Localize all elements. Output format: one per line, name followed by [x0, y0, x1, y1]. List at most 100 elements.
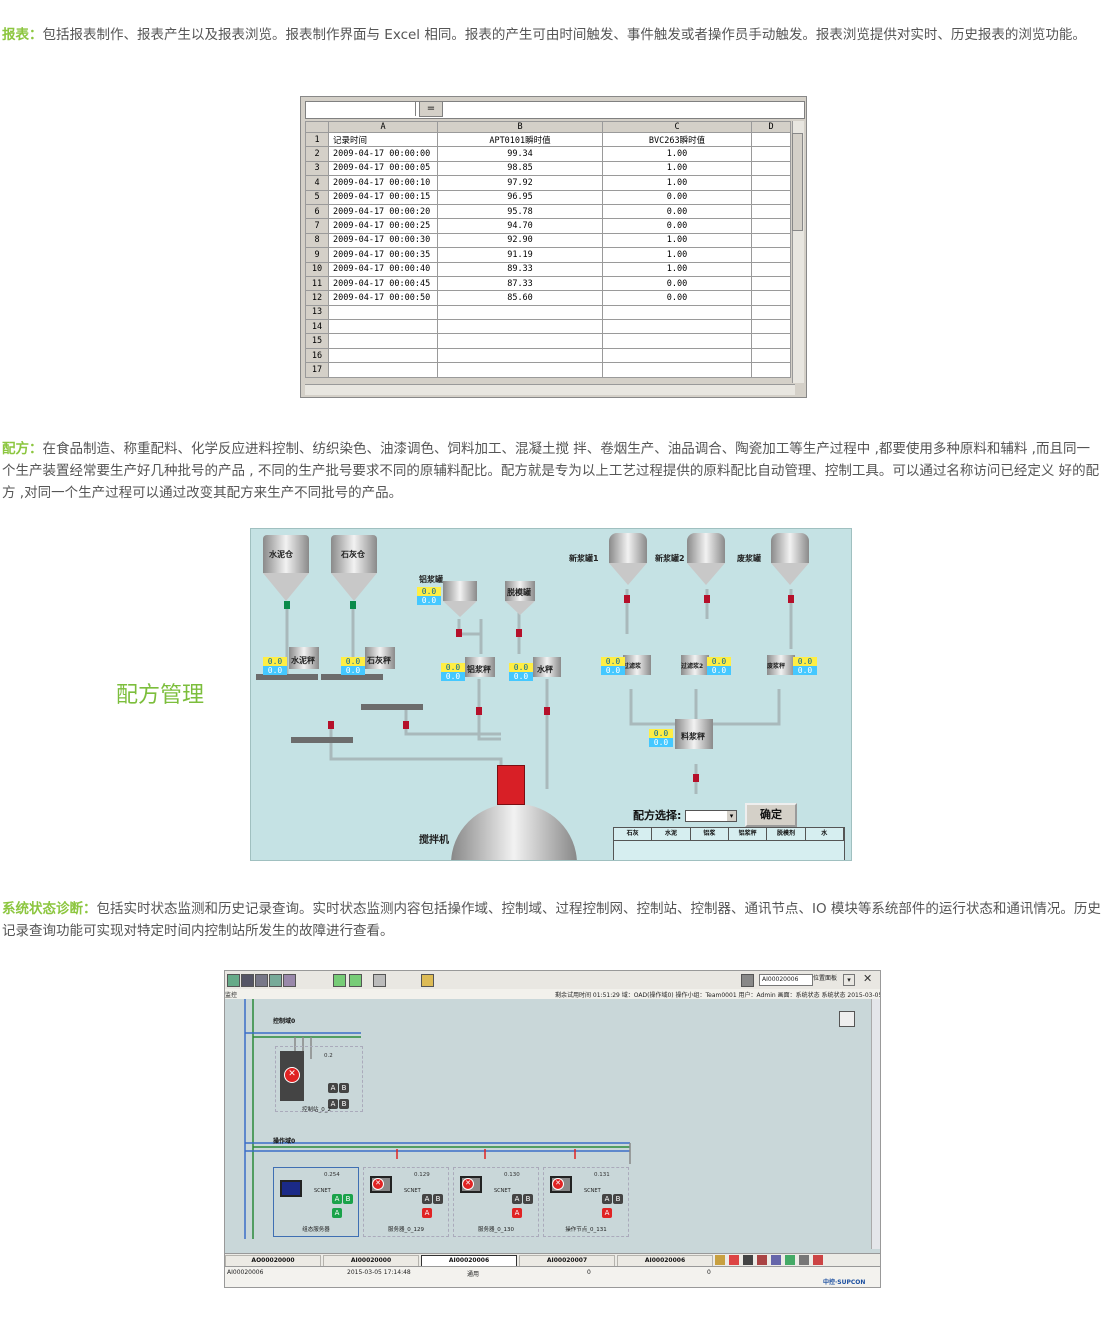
table-cell[interactable]: 91.19: [437, 247, 603, 263]
horizontal-scrollbar[interactable]: [305, 384, 795, 395]
scale-water[interactable]: [533, 657, 561, 677]
table-cell[interactable]: 0.00: [602, 189, 752, 205]
table-cell[interactable]: [751, 131, 791, 148]
table-cell[interactable]: [437, 362, 603, 378]
table-cell[interactable]: 0.00: [602, 218, 752, 234]
tank-release[interactable]: [505, 581, 535, 601]
home-icon[interactable]: [227, 974, 240, 987]
table-cell[interactable]: 2009-04-17 00:00:30: [328, 232, 438, 249]
table-cell[interactable]: 99.34: [437, 146, 603, 162]
table-cell[interactable]: 95.78: [437, 203, 603, 220]
view-icon[interactable]: [241, 974, 254, 987]
page-icon[interactable]: [373, 974, 386, 987]
silo-new-slurry-2[interactable]: [687, 533, 725, 563]
column-header-b[interactable]: B: [437, 121, 603, 133]
row-header[interactable]: 10: [305, 261, 329, 277]
forward-icon[interactable]: [349, 974, 362, 987]
table-cell[interactable]: [602, 347, 752, 364]
table-cell[interactable]: 96.95: [437, 189, 603, 205]
scale-lime[interactable]: [365, 647, 395, 669]
valve-aluminum-out[interactable]: [476, 707, 482, 715]
valve-waste-slurry[interactable]: [788, 595, 794, 603]
table-cell[interactable]: 92.90: [437, 232, 603, 249]
table-cell[interactable]: [328, 347, 438, 364]
back-icon[interactable]: [333, 974, 346, 987]
row-header[interactable]: 7: [305, 218, 329, 234]
table-cell[interactable]: [751, 319, 791, 335]
formula-equals-button[interactable]: =: [419, 101, 443, 117]
legend-icon[interactable]: [839, 1011, 855, 1027]
table-cell[interactable]: 1.00: [602, 160, 752, 177]
table-cell[interactable]: [751, 175, 791, 191]
table-cell[interactable]: 2009-04-17 00:00:35: [328, 247, 438, 263]
silo-cement[interactable]: [263, 535, 309, 573]
row-header[interactable]: 13: [305, 304, 329, 321]
table-cell[interactable]: 2009-04-17 00:00:40: [328, 261, 438, 277]
table-cell[interactable]: [751, 189, 791, 205]
chart-icon[interactable]: [785, 1255, 795, 1265]
valve-cement[interactable]: [284, 601, 290, 609]
table-cell[interactable]: 1.00: [602, 175, 752, 191]
valve-slurry-out[interactable]: [693, 774, 699, 782]
table-cell[interactable]: [602, 319, 752, 335]
valve-new-slurry-2[interactable]: [704, 595, 710, 603]
valve-aluminum[interactable]: [456, 629, 462, 637]
trend-icon[interactable]: [269, 974, 282, 987]
table-cell[interactable]: 94.70: [437, 218, 603, 234]
row-header[interactable]: 5: [305, 189, 329, 205]
chevron-down-icon[interactable]: ▾: [727, 811, 736, 821]
tank-aluminum[interactable]: [443, 581, 477, 601]
scale-filter-1[interactable]: [623, 655, 651, 675]
mixer-motor[interactable]: [497, 765, 525, 805]
row-header[interactable]: 6: [305, 203, 329, 220]
table-cell[interactable]: 2009-04-17 00:00:00: [328, 146, 438, 162]
scale-slurry[interactable]: [675, 719, 713, 749]
table-cell[interactable]: [751, 146, 791, 162]
table-cell[interactable]: 89.33: [437, 261, 603, 277]
table-cell[interactable]: [328, 304, 438, 321]
table-cell[interactable]: 98.85: [437, 160, 603, 177]
valve-cement-out[interactable]: [328, 721, 334, 729]
silo-new-slurry-1[interactable]: [609, 533, 647, 563]
table-cell[interactable]: 0.00: [602, 275, 752, 292]
table-cell[interactable]: [751, 362, 791, 378]
scale-aluminum[interactable]: [465, 657, 495, 677]
valve-water-out[interactable]: [544, 707, 550, 715]
row-header[interactable]: 11: [305, 275, 329, 292]
report-icon[interactable]: [757, 1255, 767, 1265]
table-cell[interactable]: 2009-04-17 00:00:15: [328, 189, 438, 205]
recipe-select-dropdown[interactable]: ▾: [685, 810, 737, 822]
valve-release[interactable]: [516, 629, 522, 637]
location-panel-button[interactable]: 位置面板: [813, 975, 838, 982]
table-cell[interactable]: [751, 203, 791, 220]
table-cell[interactable]: [437, 333, 603, 349]
table-cell[interactable]: [437, 319, 603, 335]
row-header[interactable]: 14: [305, 319, 329, 335]
table-cell[interactable]: [751, 232, 791, 249]
table-cell[interactable]: 2009-04-17 00:00:20: [328, 203, 438, 220]
table-cell[interactable]: [751, 247, 791, 263]
document-icon[interactable]: [799, 1255, 809, 1265]
valve-lime-out[interactable]: [403, 721, 409, 729]
screen-icon[interactable]: [743, 1255, 753, 1265]
table-cell[interactable]: 97.92: [437, 175, 603, 191]
table-cell[interactable]: [328, 362, 438, 378]
table-cell[interactable]: [751, 160, 791, 177]
table-cell[interactable]: [751, 333, 791, 349]
table-cell[interactable]: 2009-04-17 00:00:05: [328, 160, 438, 177]
table-cell[interactable]: [751, 261, 791, 277]
silo-lime[interactable]: [331, 535, 377, 573]
scale-waste[interactable]: [767, 655, 795, 675]
table-cell[interactable]: [751, 290, 791, 306]
row-header[interactable]: 16: [305, 347, 329, 364]
table-cell[interactable]: 2009-04-17 00:00:25: [328, 218, 438, 234]
silo-waste-slurry[interactable]: [771, 533, 809, 563]
table-cell[interactable]: BVC263瞬时值: [602, 131, 752, 148]
row-header[interactable]: 9: [305, 247, 329, 263]
row-header[interactable]: 4: [305, 175, 329, 191]
status-vertical-scrollbar[interactable]: [871, 999, 880, 1249]
printer-icon[interactable]: [741, 974, 754, 987]
